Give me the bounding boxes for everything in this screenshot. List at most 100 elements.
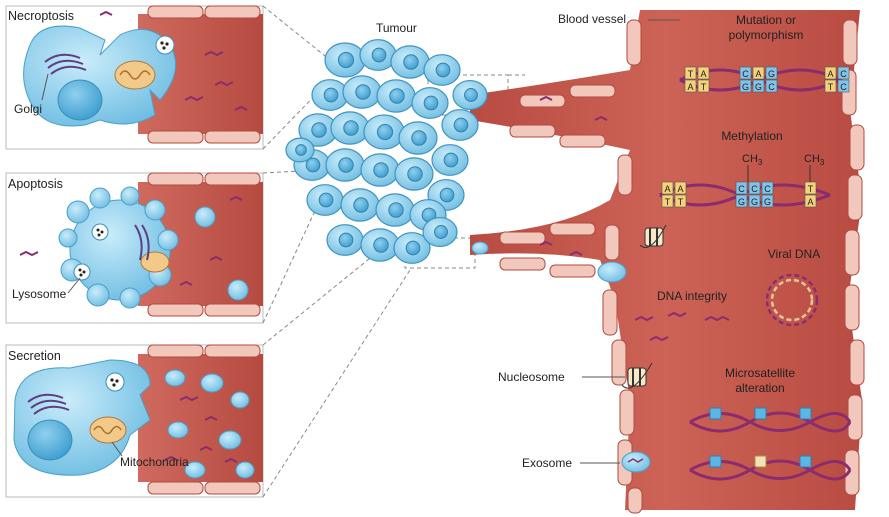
tumour-cell-nucleus xyxy=(371,47,387,63)
dna-fragments xyxy=(634,311,730,342)
panel-apoptosis: Apoptosis Lysosome xyxy=(5,172,264,324)
base-top xyxy=(824,66,837,80)
golgi-shape xyxy=(44,53,87,75)
base-top xyxy=(748,181,761,195)
mitochondrion-shape xyxy=(114,60,156,90)
base-bottom xyxy=(684,79,697,93)
ch3-label-2: CH3 xyxy=(804,153,825,167)
base-letter-top: C xyxy=(764,184,771,194)
base-bottom xyxy=(824,79,837,93)
tumour-cell-nucleus xyxy=(295,144,307,156)
base-bottom xyxy=(661,194,674,208)
microsatellite-dna xyxy=(689,407,852,481)
base-bottom xyxy=(748,194,761,208)
tumour-cell-nucleus xyxy=(318,192,334,208)
tumour-cell-nucleus xyxy=(434,225,448,239)
tumour-cluster xyxy=(285,39,488,264)
base-letter-top: T xyxy=(808,184,814,194)
base-letter-bottom: T xyxy=(701,82,707,92)
base-top xyxy=(661,181,674,195)
base-bottom xyxy=(697,79,710,93)
exosome-icon xyxy=(621,451,651,473)
base-letter-top: A xyxy=(755,69,761,79)
base-letter-bottom: A xyxy=(807,197,813,207)
base-letter-bottom: A xyxy=(687,82,693,92)
tumour-cell-nucleus xyxy=(323,87,339,103)
base-letter-top: C xyxy=(738,184,745,194)
base-top xyxy=(761,181,774,195)
base-bottom xyxy=(674,194,687,208)
base-letter-bottom: T xyxy=(665,197,671,207)
base-letter-bottom: G xyxy=(742,82,749,92)
base-top xyxy=(739,66,752,80)
blood-vessel-label: Blood vessel xyxy=(558,12,626,26)
tumour-cell-nucleus xyxy=(311,122,327,138)
base-letter-top: A xyxy=(677,184,683,194)
nucleosome-icon xyxy=(621,224,667,389)
ch3-label-1: CH3 xyxy=(742,153,763,167)
tumour-cell-nucleus xyxy=(453,117,469,133)
methylation-label: Methylation xyxy=(721,129,782,143)
tumour-cell-nucleus xyxy=(338,157,354,173)
nucleus-shape xyxy=(57,79,103,121)
tumour-cell-nucleus xyxy=(443,152,459,168)
exosome-in-vessel xyxy=(597,261,627,283)
nucleosome-label: Nucleosome xyxy=(498,370,565,384)
tumour-cell-nucleus xyxy=(403,54,419,70)
base-letter-bottom: C xyxy=(840,82,847,92)
base-bottom xyxy=(752,79,765,93)
base-letter-bottom: G xyxy=(738,197,745,207)
mutation-label-2: polymorphism xyxy=(729,28,804,42)
tumour-cell-nucleus xyxy=(373,162,389,178)
base-bottom xyxy=(735,194,748,208)
tumour-cell-nucleus xyxy=(305,157,321,173)
base-letter-top: T xyxy=(688,69,694,79)
tumour-cell-nucleus xyxy=(389,88,405,104)
exosome-label: Exosome xyxy=(522,456,572,470)
base-top xyxy=(837,66,850,80)
main-blood-vessel xyxy=(470,10,865,514)
mitochondria-label: Mitochondria xyxy=(120,455,189,469)
tumour-cell-nucleus xyxy=(373,237,389,253)
necroptosis-label: Necroptosis xyxy=(8,9,74,23)
base-top xyxy=(684,66,697,80)
tumour-cell-nucleus xyxy=(405,240,421,256)
tumour-cell-nucleus xyxy=(439,187,455,203)
tumour-label: Tumour xyxy=(376,21,417,35)
base-letter-bottom: T xyxy=(678,197,684,207)
base-top xyxy=(697,66,710,80)
dna-integrity-label: DNA integrity xyxy=(657,289,727,303)
base-letter-top: A xyxy=(664,184,670,194)
tumour-cell-nucleus xyxy=(338,232,354,248)
base-letter-bottom: G xyxy=(751,197,758,207)
secretion-label: Secretion xyxy=(8,349,61,363)
tumour-cell-nucleus xyxy=(411,130,427,146)
base-letter-top: A xyxy=(827,69,833,79)
tumour-cell-nucleus xyxy=(407,166,423,182)
viral-dna-label: Viral DNA xyxy=(768,247,820,261)
base-letter-bottom: T xyxy=(828,82,834,92)
base-bottom xyxy=(761,194,774,208)
base-top xyxy=(735,181,748,195)
tumour-cell-nucleus xyxy=(353,197,369,213)
base-letter-top: G xyxy=(768,69,775,79)
base-top xyxy=(765,66,778,80)
base-bottom xyxy=(739,79,752,93)
panel-necroptosis: Necroptosis Golgi xyxy=(5,5,264,150)
tumour-cell-nucleus xyxy=(388,202,404,218)
base-letter-bottom: G xyxy=(764,197,771,207)
mutation-label-1: Mutation or xyxy=(736,13,796,27)
base-bottom xyxy=(837,79,850,93)
microsatellite-label-2: alteration xyxy=(735,381,784,395)
tumour-cell-nucleus xyxy=(435,62,451,78)
base-letter-top: C xyxy=(840,69,847,79)
base-letter-top: C xyxy=(751,184,758,194)
base-bottom xyxy=(804,194,817,208)
golgi-label: Golgi xyxy=(14,102,42,116)
base-letter-top: C xyxy=(742,69,749,79)
tumour-cell-nucleus xyxy=(337,51,355,69)
apoptosis-label: Apoptosis xyxy=(8,177,63,191)
